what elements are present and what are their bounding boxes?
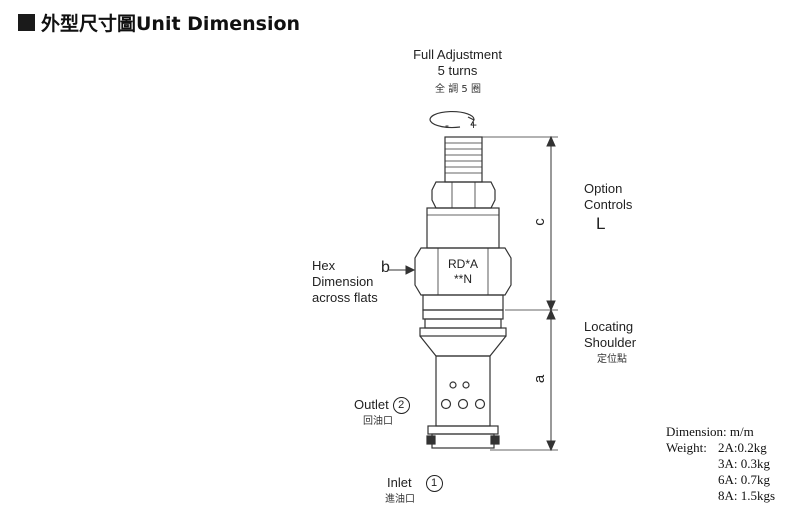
rotation-minus: - xyxy=(445,118,449,132)
spec-weight-2a: 2A:0.2kg xyxy=(718,440,767,455)
spec-weight-label: Weight: xyxy=(666,440,707,455)
inlet-chinese: 進油口 xyxy=(385,494,415,505)
locating-line2: Shoulder xyxy=(584,335,637,350)
inlet-port-number: 1 xyxy=(425,475,443,493)
option-controls-symbol: L xyxy=(596,214,606,233)
hex-symbol: b xyxy=(381,259,390,276)
page-title: 外型尺寸圖Unit Dimension xyxy=(18,10,301,35)
dimension-c-label: c xyxy=(530,218,548,226)
adjustment-line2: 5 turns xyxy=(437,63,478,78)
option-controls-label: Option Controls xyxy=(584,181,632,213)
dimension-a-label: a xyxy=(531,374,549,384)
spec-dimension: Dimension: m/m xyxy=(666,424,754,439)
adjustment-label: Full Adjustment 5 turns xyxy=(395,47,520,79)
title-bullet-icon xyxy=(18,13,35,31)
outlet-text: Outlet xyxy=(354,397,389,412)
body-marking-line1: RD*A xyxy=(447,257,478,271)
outlet-port-number: 2 xyxy=(392,397,410,415)
adjustment-line1: Full Adjustment xyxy=(413,47,502,62)
spec-weight-6a: 6A: 0.7kg xyxy=(718,472,770,487)
rotation-arrow-icon xyxy=(429,110,475,129)
hex-line3: across flats xyxy=(312,290,378,305)
rotation-plus: + xyxy=(470,118,478,132)
body-marking: RD*A **N xyxy=(438,257,488,287)
hex-line2: Dimension xyxy=(312,274,374,289)
locating-line1: Locating xyxy=(584,319,634,334)
inlet-label: Inlet 1 xyxy=(387,475,443,493)
spec-weight-3a: 3A: 0.3kg xyxy=(718,456,770,471)
locating-shoulder-chinese: 定位點 xyxy=(597,354,627,365)
spec-weight-8a: 8A: 1.5kgs xyxy=(718,488,776,503)
hex-line1: Hex xyxy=(312,258,336,273)
body-marking-line2: **N xyxy=(453,272,472,286)
locating-shoulder-label: Locating Shoulder xyxy=(584,319,636,351)
inlet-text: Inlet xyxy=(387,475,412,490)
title-text: 外型尺寸圖Unit Dimension xyxy=(41,12,301,35)
outlet-chinese: 回油口 xyxy=(363,416,393,427)
hex-dimension-label: Hex Dimension across flats xyxy=(312,258,378,306)
adjustment-chinese: 全 調 5 圈 xyxy=(435,84,481,95)
option-controls-line1: Option xyxy=(584,181,623,196)
option-controls-line2: Controls xyxy=(584,197,633,212)
